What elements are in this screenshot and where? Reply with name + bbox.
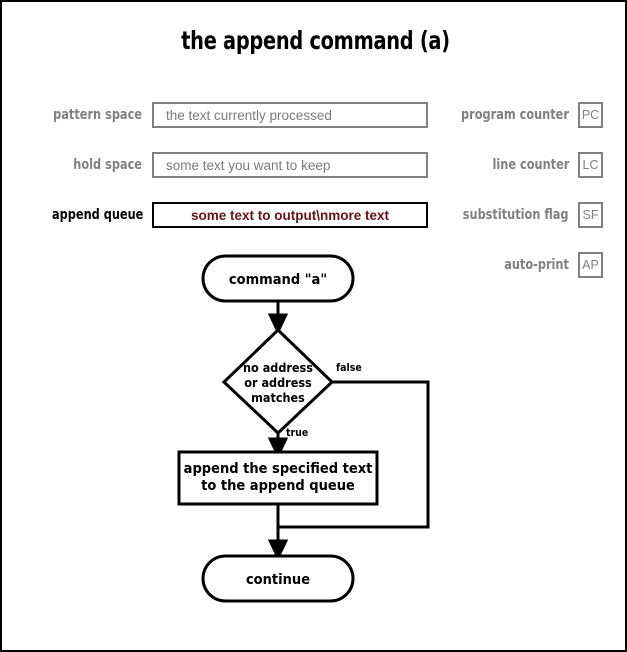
flow-node-end[interactable]: continue bbox=[201, 554, 355, 603]
register-row-append-queue: append queue some text to output\nmore t… bbox=[42, 202, 428, 228]
flag-label-line-counter: line counter bbox=[492, 157, 569, 173]
register-field-append-queue[interactable]: some text to output\nmore text bbox=[152, 202, 428, 228]
register-label-pattern-space: pattern space bbox=[53, 107, 142, 123]
flow-node-start-label: command "a" bbox=[229, 272, 327, 288]
flow-node-decision-line1: no address bbox=[243, 360, 313, 375]
flag-label-auto-print: auto-print bbox=[504, 257, 569, 273]
flag-label-program-counter: program counter bbox=[461, 107, 569, 123]
register-field-pattern-space[interactable]: the text currently processed bbox=[152, 102, 428, 128]
flowchart: command "a" no address or address matche… bbox=[177, 254, 430, 603]
flow-node-decision[interactable]: no address or address matches bbox=[221, 327, 335, 436]
register-field-hold-space[interactable]: some text you want to keep bbox=[152, 152, 428, 178]
flag-row-auto-print: auto-print AP bbox=[497, 252, 603, 278]
flag-label-substitution-flag: substitution flag bbox=[463, 207, 569, 223]
flag-box-program-counter[interactable]: PC bbox=[578, 102, 603, 128]
flow-node-end-label: continue bbox=[246, 572, 310, 588]
flow-node-process-line2: to the append queue bbox=[201, 478, 355, 494]
flag-box-auto-print[interactable]: AP bbox=[578, 252, 603, 278]
flag-row-substitution-flag: substitution flag SF bbox=[451, 202, 603, 228]
flow-node-decision-line2: or address bbox=[244, 375, 312, 390]
register-label-hold-space: hold space bbox=[73, 157, 142, 173]
flow-node-process-shape bbox=[177, 450, 379, 506]
flow-node-start[interactable]: command "a" bbox=[201, 254, 355, 303]
flag-row-line-counter: line counter LC bbox=[484, 152, 603, 178]
register-row-pattern-space: pattern space the text currently process… bbox=[42, 102, 428, 128]
flow-node-process[interactable]: append the specified text to the append … bbox=[177, 450, 379, 506]
flag-row-program-counter: program counter PC bbox=[449, 102, 603, 128]
register-row-hold-space: hold space some text you want to keep bbox=[42, 152, 428, 178]
flow-node-decision-line3: matches bbox=[251, 390, 305, 405]
flow-connector-false-branch bbox=[279, 380, 430, 529]
register-label-append-queue: append queue bbox=[52, 207, 144, 223]
flow-edge-label-false: false bbox=[336, 362, 362, 374]
flag-box-substitution-flag[interactable]: SF bbox=[578, 202, 603, 228]
flow-node-end-shape bbox=[201, 554, 355, 603]
page-title: the append command (a) bbox=[181, 26, 450, 55]
flow-edge-label-true: true bbox=[286, 427, 308, 439]
flow-node-process-line1: append the specified text bbox=[184, 461, 373, 477]
flag-box-line-counter[interactable]: LC bbox=[578, 152, 603, 178]
